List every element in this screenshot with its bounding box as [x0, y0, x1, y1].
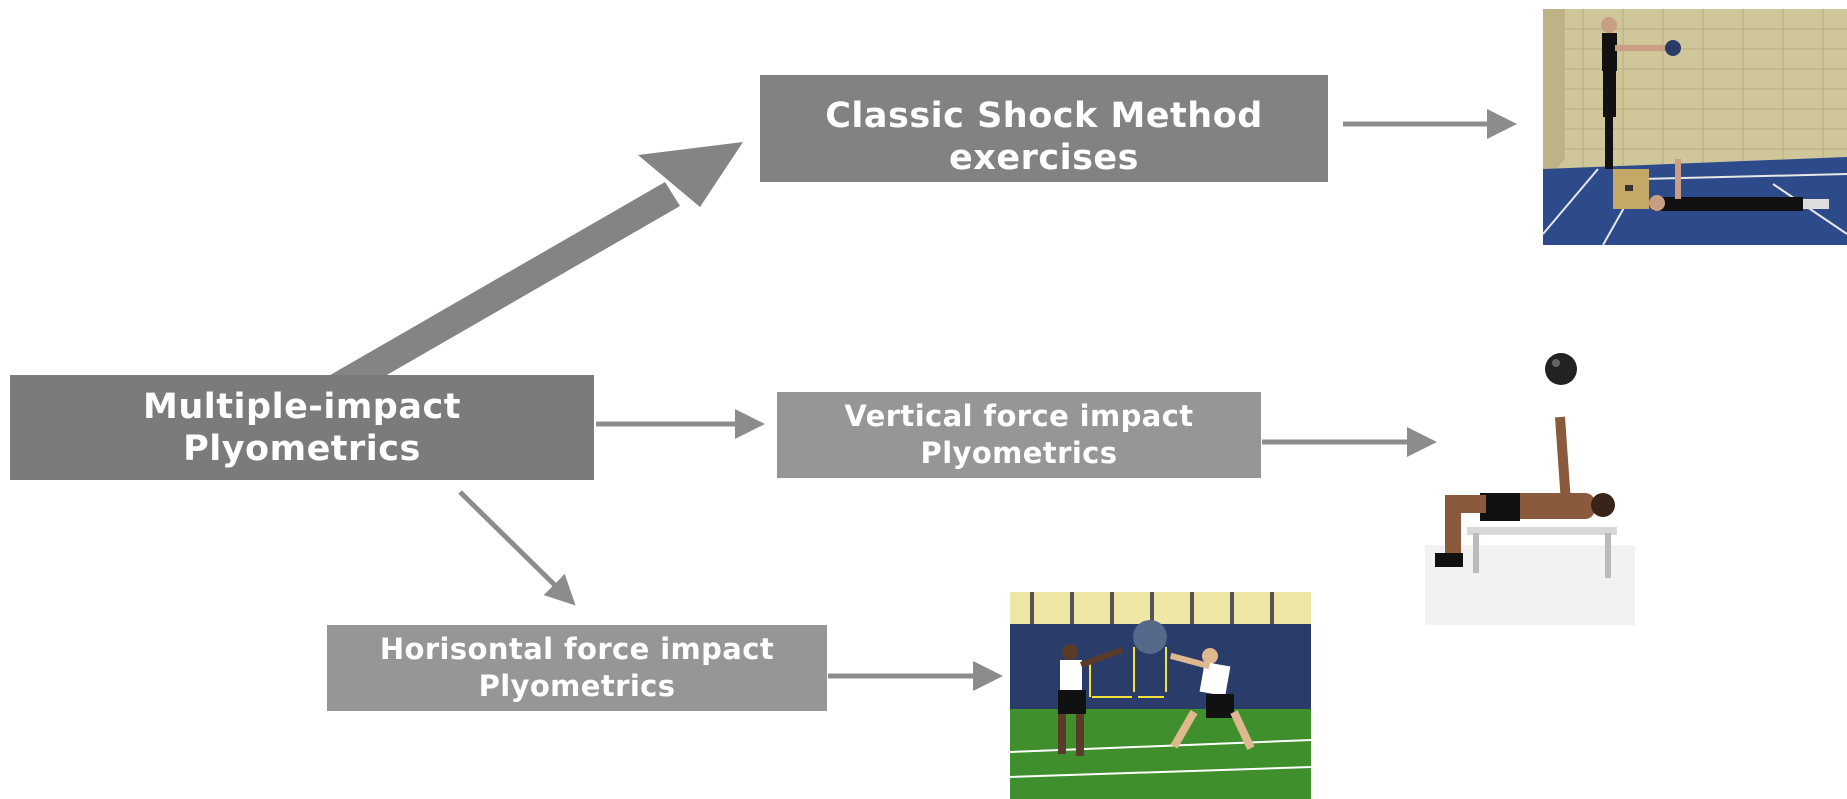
partner-ball-pass-photo [1010, 592, 1311, 799]
arrow-root-to-horizontal [458, 490, 576, 606]
root-node-box: Multiple-impact Plyometrics [10, 375, 594, 480]
bench-ball-throw-photo [1425, 345, 1635, 625]
vertical-force-box: Vertical force impact Plyometrics [777, 392, 1261, 478]
horizontal-force-box: Horisontal force impact Plyometrics [327, 625, 827, 711]
medicine-ball-drop-photo [1543, 9, 1847, 245]
vertical-force-label: Vertical force impact Plyometrics [844, 399, 1194, 470]
classic-shock-method-box: Classic Shock Method exercises [760, 75, 1328, 182]
horizontal-force-label: Horisontal force impact Plyometrics [379, 632, 775, 703]
root-node-label: Multiple-impact Plyometrics [143, 386, 461, 469]
classic-shock-method-label: Classic Shock Method exercises [825, 95, 1263, 178]
arrow-root-to-classic [325, 142, 743, 402]
